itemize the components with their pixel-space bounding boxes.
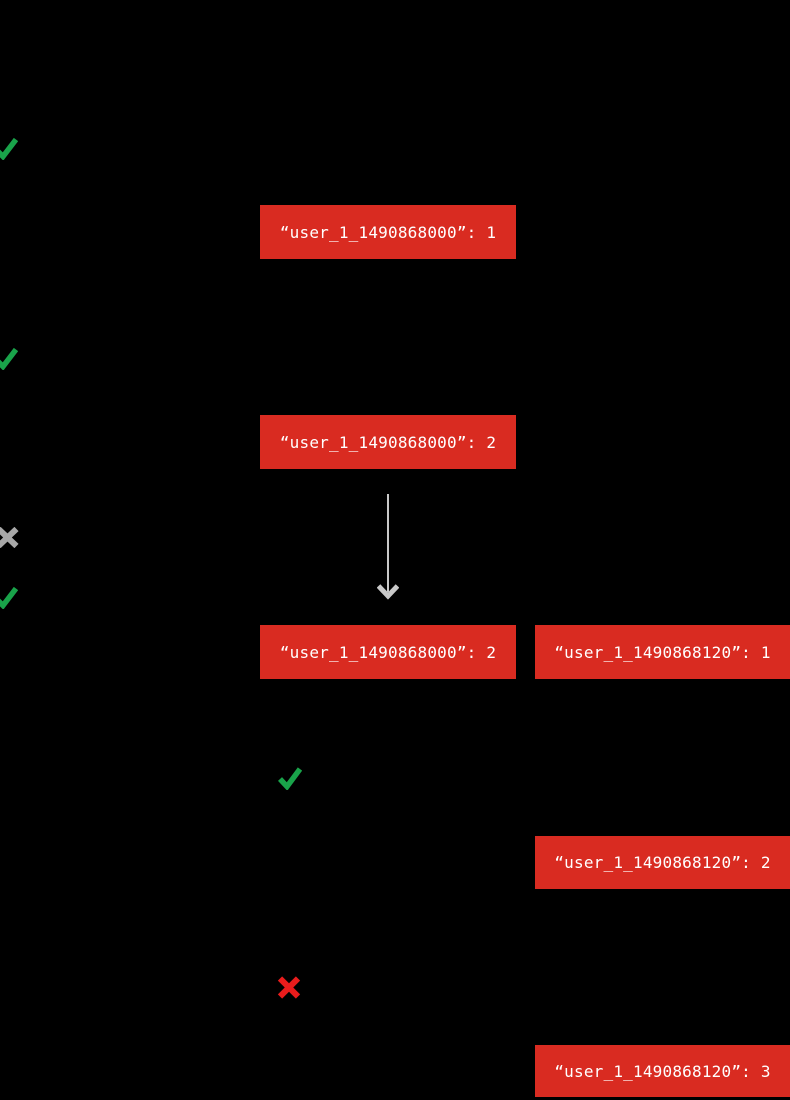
redis-counter-box: “user_1_1490868120”: 2 <box>535 836 790 889</box>
cross-icon <box>0 527 19 548</box>
check-icon <box>0 586 18 609</box>
counter-label: “user_1_1490868000”: 1 <box>279 222 497 242</box>
redis-counter-box: “user_1_1490868120”: 1 <box>535 625 790 679</box>
cross-icon <box>277 976 301 999</box>
redis-counter-box: “user_1_1490868000”: 2 <box>260 415 516 469</box>
redis-counter-box: “user_1_1490868000”: 2 <box>260 625 516 679</box>
check-icon <box>0 347 18 370</box>
redis-counter-box: “user_1_1490868120”: 3 <box>535 1045 790 1097</box>
counter-label: “user_1_1490868120”: 2 <box>554 853 771 872</box>
arrow-down-icon <box>377 494 399 600</box>
counter-label: “user_1_1490868120”: 1 <box>554 642 771 662</box>
counter-label: “user_1_1490868000”: 2 <box>279 432 497 452</box>
counter-label: “user_1_1490868120”: 3 <box>554 1061 771 1081</box>
check-icon <box>278 766 302 790</box>
redis-counter-box: “user_1_1490868000”: 1 <box>260 205 516 259</box>
check-icon <box>0 137 18 160</box>
counter-label: “user_1_1490868000”: 2 <box>279 642 497 662</box>
